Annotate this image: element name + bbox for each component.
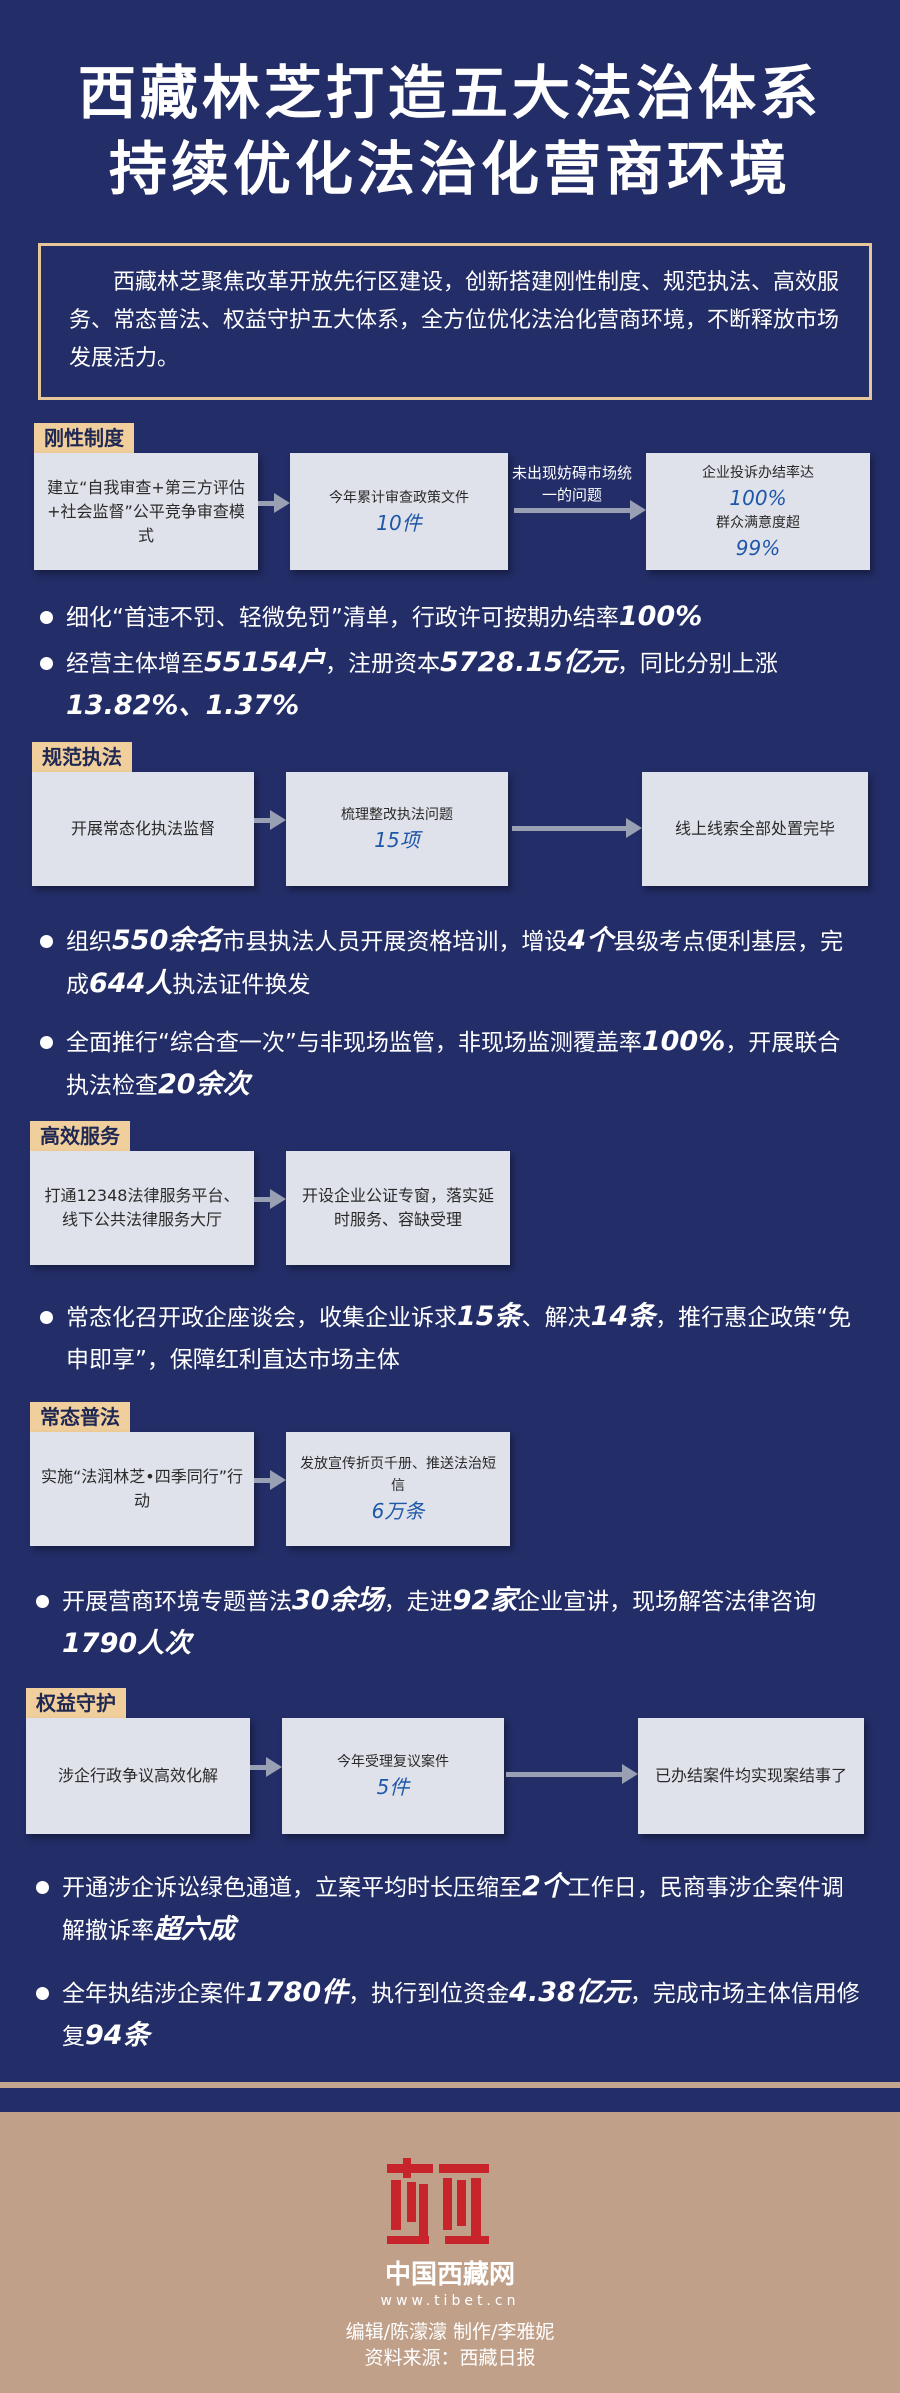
s4-step1-text: 实施“法润林芝•四季同行”行动 — [40, 1467, 244, 1510]
footer-divider — [0, 2082, 900, 2088]
s3-step2-text: 开设企业公证专窗，落实延时服务、容缺受理 — [301, 1186, 494, 1229]
s3-step1-box: 打通12348法律服务平台、线下公共法律服务大厅 — [30, 1151, 254, 1265]
s2-step3-text: 线上线索全部处置完毕 — [674, 819, 835, 838]
section-tag-standard-enforcement: 规范执法 — [32, 742, 132, 772]
s2-step2-box: 梳理整改执法问题 15项 — [286, 772, 508, 886]
arrow-icon — [258, 493, 290, 513]
s1-step3-number1: 100% — [729, 485, 787, 510]
s1-arrow-label: 未出现妨碍市场统一的问题 — [512, 464, 633, 504]
arrow-icon — [250, 1757, 282, 1777]
arrow-icon — [254, 1189, 286, 1209]
s1-step2-box: 今年累计审查政策文件 10件 — [290, 453, 508, 570]
s1-step2-text: 今年累计审查政策文件 — [329, 489, 469, 506]
section-tag-legal-education: 常态普法 — [30, 1402, 130, 1432]
section-tag-rights-protection: 权益守护 — [26, 1688, 126, 1718]
bullet-dot-icon — [36, 1881, 49, 1894]
s3-step1-text: 打通12348法律服务平台、线下公共法律服务大厅 — [44, 1186, 240, 1229]
arrow-icon — [512, 818, 642, 838]
bullet-dot-icon — [40, 611, 53, 624]
s5-step2-number: 5件 — [376, 1775, 410, 1799]
s2-bullet-2: 全面推行“综合查一次”与非现场监管，非现场监测覆盖率100%，开展联合执法检查2… — [40, 1021, 860, 1107]
bullet-dot-icon — [40, 1311, 53, 1324]
section-tag-efficient-service: 高效服务 — [30, 1121, 130, 1151]
s1-step1-box: 建立“自我审查+第三方评估+社会监督”公平竞争审查模式 — [34, 453, 258, 570]
s1-step3-box: 企业投诉办结率达 100% 群众满意度超 99% — [646, 453, 870, 570]
s2-step2-text: 梳理整改执法问题 — [341, 807, 453, 823]
s5-step2-text: 今年受理复议案件 — [337, 1754, 449, 1770]
arrow-icon — [254, 810, 286, 830]
bullet-dot-icon — [40, 1036, 53, 1049]
s5-bullet-1: 开通涉企诉讼绿色通道，立案平均时长压缩至2个工作日，民商事涉企案件调解撤诉率超六… — [36, 1866, 864, 1952]
arrow-icon — [514, 500, 646, 520]
bullet-dot-icon — [36, 1987, 49, 2000]
bullet-dot-icon — [40, 657, 53, 670]
arrow-icon — [254, 1470, 286, 1490]
arrow-icon — [506, 1764, 638, 1784]
site-url: www.tibet.cn — [380, 2293, 520, 2309]
page-title-line2: 持续优化法治化营商环境 — [108, 135, 791, 203]
s1-step3-text2: 群众满意度超 — [716, 514, 800, 531]
s5-step2-box: 今年受理复议案件 5件 — [282, 1718, 504, 1834]
s1-step3-number2: 99% — [735, 535, 781, 560]
s2-step3-box: 线上线索全部处置完毕 — [642, 772, 868, 886]
s5-step3-box: 已办结案件均实现案结事了 — [638, 1718, 864, 1834]
s4-step2-number: 6万条 — [371, 1499, 425, 1523]
s3-bullet-1: 常态化召开政企座谈会，收集企业诉求15条、解决14条，推行惠企政策“免申即享”，… — [40, 1296, 860, 1381]
bullet-dot-icon — [36, 1595, 49, 1608]
s4-step1-box: 实施“法润林芝•四季同行”行动 — [30, 1432, 254, 1546]
intro-paragraph: 西藏林芝聚焦改革开放先行区建设，创新搭建刚性制度、规范执法、高效服务、常态普法、… — [38, 243, 872, 400]
s5-step1-text: 涉企行政争议高效化解 — [57, 1766, 218, 1785]
s4-step2-box: 发放宣传折页千册、推送法治短信 6万条 — [286, 1432, 510, 1546]
s1-step1-text: 建立“自我审查+第三方评估+社会监督”公平竞争审查模式 — [47, 477, 245, 545]
s3-step2-box: 开设企业公证专窗，落实延时服务、容缺受理 — [286, 1151, 510, 1265]
s2-step2-number: 15项 — [374, 828, 420, 852]
tibet-cn-logo-icon — [387, 2158, 489, 2244]
site-name: 中国西藏网 — [384, 2260, 515, 2290]
s5-step3-text: 已办结案件均实现案结事了 — [654, 1766, 847, 1785]
s1-step3-text1: 企业投诉办结率达 — [702, 464, 814, 481]
source: 资料来源：西藏日报 — [364, 2347, 536, 2369]
s1-step2-number: 10件 — [376, 510, 422, 535]
credits: 编辑/陈濛濛 制作/李雅妮 — [345, 2321, 555, 2343]
s5-step1-box: 涉企行政争议高效化解 — [26, 1718, 250, 1834]
bullet-dot-icon — [40, 935, 53, 948]
s1-bullet-1: 细化“首违不罚、轻微免罚”清单，行政许可按期办结率100% — [40, 596, 860, 639]
footer: 中国西藏网 www.tibet.cn 编辑/陈濛濛 制作/李雅妮 资料来源：西藏… — [0, 2112, 900, 2393]
s5-bullet-2: 全年执结涉企案件1780件，执行到位资金4.38亿元，完成市场主体信用修复94条 — [36, 1972, 864, 2058]
s2-bullet-1: 组织550余名市县执法人员开展资格培训，增设4个县级考点便利基层，完成644人执… — [40, 920, 860, 1006]
s4-step2-text: 发放宣传折页千册、推送法治短信 — [300, 1456, 496, 1494]
page-title-line1: 西藏林芝打造五大法治体系 — [77, 59, 822, 127]
s2-step1-text: 开展常态化执法监督 — [70, 819, 215, 838]
s2-step1-box: 开展常态化执法监督 — [32, 772, 254, 886]
section-tag-rigid-system: 刚性制度 — [34, 423, 134, 453]
